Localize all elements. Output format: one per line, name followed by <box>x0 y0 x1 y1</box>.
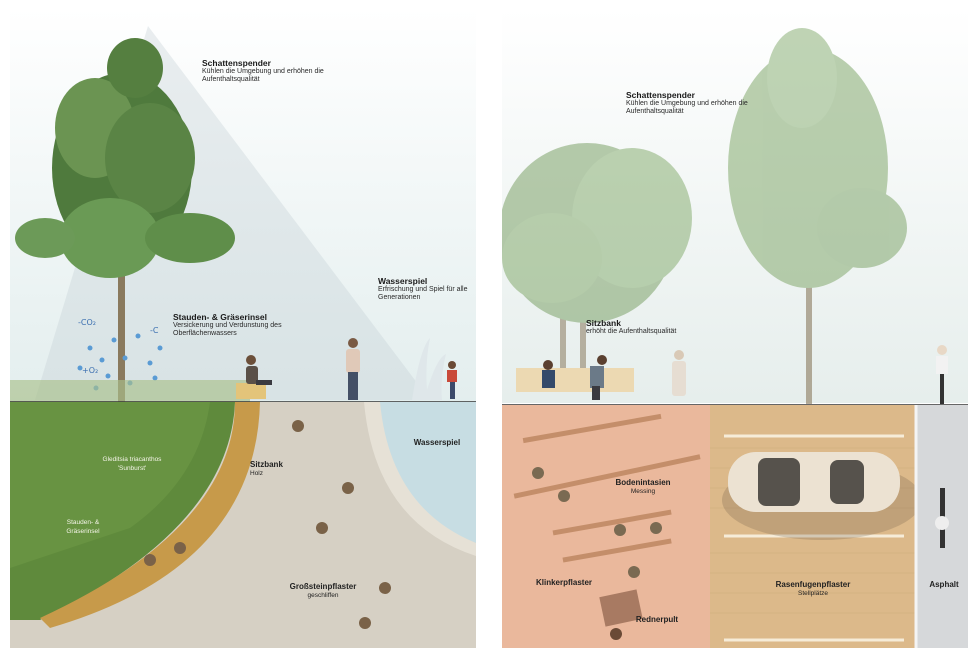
island-line1: Stauden- & <box>66 519 100 526</box>
grass-label: Rasenfugenpflaster <box>775 580 851 589</box>
co2-label: -CO₂ <box>78 318 96 327</box>
cyclist-icon <box>936 345 948 404</box>
callout-water: Wasserspiel Erfrischung und Spiel für al… <box>378 276 468 302</box>
seated-person-icon <box>246 355 272 385</box>
wide-tree-icon <box>502 143 692 378</box>
leaning-person-icon <box>590 355 607 400</box>
paving-finish: geschliffen <box>307 592 339 599</box>
rain-drops-icon <box>77 333 163 391</box>
cyclist-plan-icon <box>935 488 949 548</box>
timber-bench-curve <box>40 402 260 628</box>
callout-shade: Schattenspender Kühlen die Umgebung und … <box>202 58 342 84</box>
bench-elevation <box>516 368 634 392</box>
callout-shade-text: Kühlen die Umgebung und erhöhen die Aufe… <box>202 68 324 83</box>
inlays-label: Bodenintasien <box>615 478 671 487</box>
child-icon <box>447 361 457 399</box>
seated-person-icon <box>542 360 555 388</box>
left-illustration <box>10 8 476 648</box>
callout-shade: Schattenspender Kühlen die Umgebung und … <box>626 90 766 116</box>
people-plan-icons <box>532 467 662 578</box>
callout-bench: Sitzbank erhöht die Aufenthaltsqualität <box>586 318 726 336</box>
callout-bench-title: Sitzbank <box>586 318 621 328</box>
lectern-label: Rednerpult <box>635 615 679 624</box>
fountain-spray-icon <box>412 338 446 400</box>
clinker-label: Klinkerpflaster <box>535 578 593 587</box>
plan-label-asphalt: Asphalt <box>920 580 968 589</box>
island-line2: Gräserinsel <box>66 528 100 535</box>
c-label: -C <box>150 326 159 335</box>
callout-shade-text: Kühlen die Umgebung und erhöhen die Aufe… <box>626 100 748 115</box>
left-panel-public-square: Schattenspender Kühlen die Umgebung und … <box>10 8 476 648</box>
tree-icon <box>15 38 235 403</box>
callout-shade-title: Schattenspender <box>202 58 271 68</box>
right-illustration <box>502 8 968 648</box>
callout-water-text: Erfrischung und Spiel für alle Generatio… <box>378 286 468 301</box>
water-label: Wasserspiel <box>413 438 461 447</box>
water-pool-edge <box>364 402 476 556</box>
plan-label-water: Wasserspiel <box>402 438 472 447</box>
plan-label-tree: Gleditsia triacanthos 'Sunburst' <box>72 455 192 473</box>
car-icon <box>722 452 922 540</box>
plan-label-grass: Rasenfugenpflaster Stellplätze <box>758 580 868 598</box>
parking-lines <box>724 434 904 642</box>
water-pool <box>380 402 476 543</box>
tree-cultivar: 'Sunburst' <box>117 465 147 472</box>
grass-strip <box>10 380 250 402</box>
meadow-texture <box>10 402 210 568</box>
grass-use: Stellplätze <box>798 590 828 597</box>
plan-label-lectern: Rednerpult <box>612 615 702 624</box>
o2-label: +O₂ <box>82 366 99 375</box>
callout-shade-title: Schattenspender <box>626 90 695 100</box>
asphalt-label: Asphalt <box>929 580 959 589</box>
lectern-icon <box>599 589 643 640</box>
plan-label-paving: Großsteinpflaster geschliffen <box>268 582 378 600</box>
bench-elevation <box>236 383 266 399</box>
plan-label-clinker: Klinkerpflaster <box>524 578 604 587</box>
bench-material: Holz <box>250 470 264 477</box>
standing-person-icon <box>346 338 360 400</box>
callout-island-text: Versickerung und Verdunstung des Oberflä… <box>173 322 282 337</box>
callout-island-title: Stauden- & Gräserinsel <box>173 312 268 322</box>
elderly-person-icon <box>672 350 686 396</box>
right-panel-street-square: Schattenspender Kühlen die Umgebung und … <box>502 8 968 648</box>
people-plan-icons <box>144 420 391 629</box>
tree-species: Gleditsia triacanthos <box>102 456 162 463</box>
inlays-material: Messing <box>630 488 656 495</box>
callout-water-title: Wasserspiel <box>378 276 428 286</box>
brass-inlays <box>513 413 701 563</box>
callout-island: Stauden- & Gräserinsel Versickerung und … <box>173 312 323 338</box>
callout-bench-text: erhöht die Aufenthaltsqualität <box>586 328 677 335</box>
grass-paving-area <box>710 405 916 648</box>
bench-label: Sitzbank <box>250 460 283 469</box>
plan-label-island: Stauden- & Gräserinsel <box>38 518 128 536</box>
paving-label: Großsteinpflaster <box>289 582 357 591</box>
plan-label-bench: Sitzbank Holz <box>250 460 300 478</box>
tall-tree-icon <box>728 28 907 404</box>
plan-label-inlays: Bodenintasien Messing <box>598 478 688 496</box>
